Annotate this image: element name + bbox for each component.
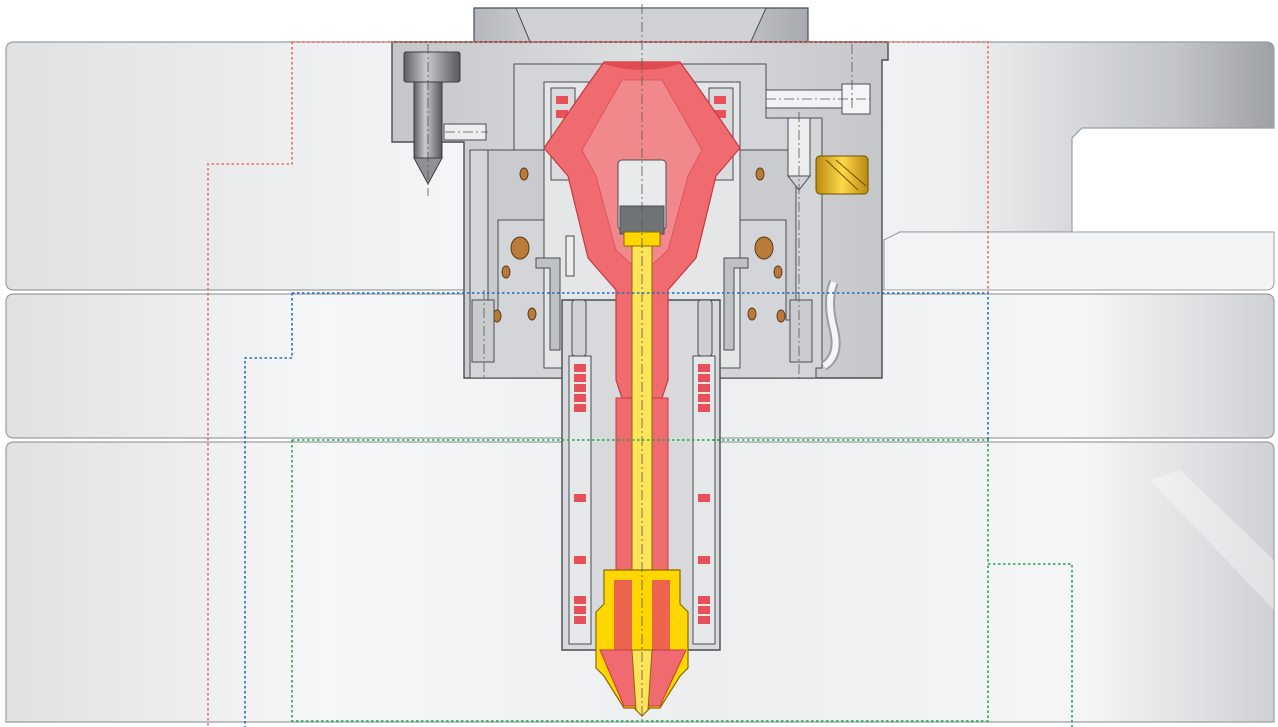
heater-segment: [574, 404, 586, 412]
heater-segment: [574, 374, 586, 382]
heater-segment: [698, 364, 710, 372]
dowel-pins: [471, 235, 813, 363]
heater-segment: [574, 394, 586, 402]
heater-segment: [698, 596, 710, 604]
heater-segment: [556, 110, 568, 118]
o-ring-seal-icon: [492, 167, 786, 323]
heater-segment: [574, 384, 586, 392]
heater-segment: [698, 606, 710, 614]
heater-segment: [698, 384, 710, 392]
heater-segment: [574, 364, 586, 372]
heater-segment: [698, 494, 710, 502]
heater-segment: [698, 394, 710, 402]
heater-segment: [574, 606, 586, 614]
heater-segment: [698, 616, 710, 624]
heater-segment: [714, 110, 726, 118]
zone-boundary-green: [291, 439, 1073, 727]
heater-segment: [574, 556, 586, 564]
heater-segment: [574, 596, 586, 604]
heater-segment: [574, 494, 586, 502]
heater-segment: [698, 404, 710, 412]
heater-segment: [698, 556, 710, 564]
heater-segment: [714, 96, 726, 104]
zone-boundary-red: [207, 41, 989, 727]
heater-segment: [556, 96, 568, 104]
heater-segment: [698, 374, 710, 382]
heater-segment: [574, 616, 586, 624]
center-lines: [427, 4, 870, 720]
zone-boundary-blue: [244, 292, 989, 727]
